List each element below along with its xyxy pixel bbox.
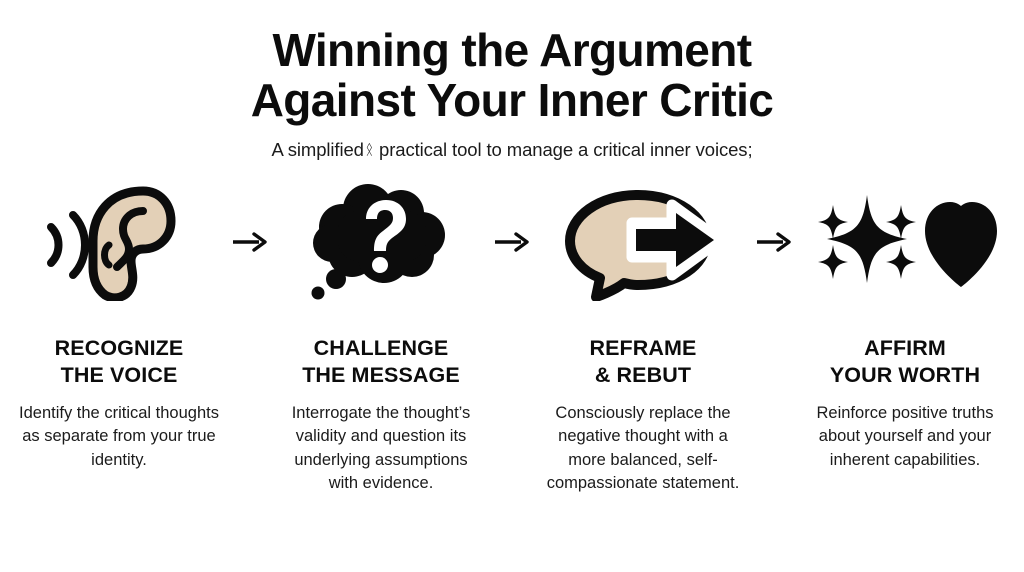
page-subtitle: A simplifiedᛟ practical tool to manage a… xyxy=(0,138,1024,161)
step-affirm-your-worth: AFFIRM YOUR WORTH Reinforce positive tru… xyxy=(794,183,1016,472)
step-heading-line-2: THE MESSAGE xyxy=(302,362,460,387)
title-line-2: Against Your Inner Critic xyxy=(250,73,774,126)
step-heading-line-1: REFRAME xyxy=(589,336,697,361)
step-heading: AFFIRM YOUR WORTH xyxy=(794,335,1016,387)
speech-bubble-arrow-icon xyxy=(554,183,732,302)
ear-with-soundwaves-icon xyxy=(31,183,207,302)
step-heading-line-1: AFFIRM xyxy=(864,336,946,361)
step-icon-container xyxy=(794,183,1016,301)
step-heading-line-2: THE VOICE xyxy=(60,362,178,387)
subtitle-text-after: practical tool to manage a critical inne… xyxy=(379,139,753,161)
title-line-1: Winning the Argument xyxy=(272,24,752,76)
steps-row: RECOGNIZE THE VOICE Identify the critica… xyxy=(0,183,1024,495)
sparkles-and-heart-icon xyxy=(811,183,999,301)
step-challenge-the-message: CHALLENGE THE MESSAGE Interrogate the th… xyxy=(270,183,492,495)
flow-arrow-2 xyxy=(492,183,532,253)
step-description: Interrogate the thought’s validity and q… xyxy=(291,403,471,493)
subtitle-text-before: A simplified xyxy=(271,139,364,161)
page-title: Winning the Argument Against Your Inner … xyxy=(152,24,872,126)
header: Winning the Argument Against Your Inner … xyxy=(0,0,1024,161)
step-icon-container xyxy=(270,183,492,301)
step-description: Identify the critical thoughts as separa… xyxy=(19,403,219,469)
step-heading: REFRAME & REBUT xyxy=(532,335,754,387)
step-heading-line-2: YOUR WORTH xyxy=(829,362,981,387)
thought-bubble-question-mark-icon xyxy=(296,183,466,301)
subtitle-separator-glyph: ᛟ xyxy=(365,138,373,160)
step-heading: RECOGNIZE THE VOICE xyxy=(8,335,230,387)
step-recognize-the-voice: RECOGNIZE THE VOICE Identify the critica… xyxy=(8,183,230,472)
step-icon-container xyxy=(532,183,754,302)
step-description: Reinforce positive truths about yourself… xyxy=(816,403,994,469)
step-icon-container xyxy=(8,183,230,302)
step-heading-line-1: CHALLENGE xyxy=(313,336,449,361)
step-heading-line-2: & REBUT xyxy=(594,362,692,387)
flow-arrow-3 xyxy=(754,183,794,253)
step-heading: CHALLENGE THE MESSAGE xyxy=(270,335,492,387)
flow-arrow-1 xyxy=(230,183,270,253)
step-reframe-and-rebut: REFRAME & REBUT Consciously replace the … xyxy=(532,183,754,495)
step-description: Consciously replace the negative thought… xyxy=(546,403,740,493)
step-heading-line-1: RECOGNIZE xyxy=(54,336,184,361)
